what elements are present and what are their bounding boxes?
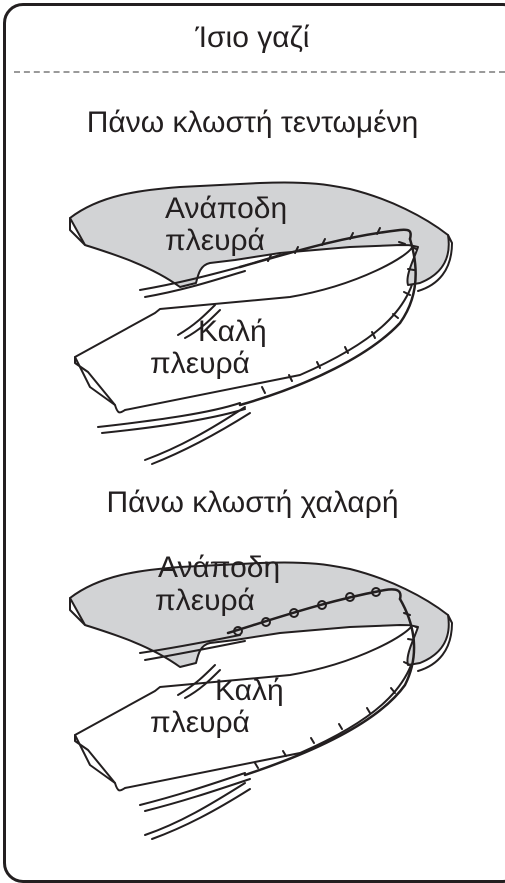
fabric-illustration-loose [69, 561, 453, 840]
seam-top [238, 228, 412, 269]
page-title: Ίσιο γαζί [195, 21, 310, 54]
label-wrong-side-word1: Ανάποδη [165, 192, 288, 225]
thread-lower-2 [101, 408, 246, 434]
fabric-bottom-edge [74, 734, 116, 784]
label-right-side-word2: πλευρά [150, 347, 250, 380]
thread-top [139, 254, 281, 291]
label-wrong-side-word2: πλευρά [165, 224, 265, 257]
label-wrong-side-word1: Ανάποδη [158, 551, 281, 584]
thread-bottom-2 [184, 669, 221, 699]
label-right-side-word1: Καλή [215, 674, 284, 707]
fabric-top-fold [417, 614, 453, 672]
thread-top [139, 634, 241, 654]
thread-lower-2 [144, 778, 251, 812]
fabric-bottom-layer [74, 246, 419, 414]
seam-top [226, 588, 402, 635]
thread-bottom [177, 304, 216, 336]
section-heading-loose: Πάνω κλωστή χαλαρή [106, 486, 399, 519]
seam-side [238, 237, 417, 407]
fabric-top-edge [69, 597, 86, 626]
fabric-bottom-edge [74, 356, 116, 406]
label-right-side-word2: πλευρά [150, 706, 250, 739]
fabric-bottom-layer [74, 624, 419, 792]
fabric-top-edge [69, 217, 86, 246]
thread-top-2 [144, 640, 246, 661]
stitch-marks-tight [261, 227, 415, 394]
thread-lower [139, 772, 246, 806]
fabric-top-layer [69, 181, 450, 288]
label-right-side-word1: Καλή [198, 315, 267, 348]
diagram-loose-tension: Ανάποδη πλευρά Καλή πλευρά [0, 551, 505, 852]
fabric-illustration-tight [69, 181, 453, 465]
diagram-tight-tension: Ανάποδη πλευρά Καλή πλευρά [0, 175, 505, 475]
section-heading-tight: Πάνω κλωστή τεντωμένη [86, 106, 419, 139]
thread-lower-3 [144, 782, 246, 836]
thread-lower-4 [151, 412, 251, 465]
title-divider [14, 71, 505, 73]
thread-bottom-2 [184, 309, 221, 339]
stitch-loops-loose [233, 587, 415, 769]
label-wrong-side-word2: πλευρά [155, 584, 255, 617]
fabric-top-layer [69, 561, 450, 668]
thread-lower-3 [144, 406, 246, 461]
fabric-top-fold [417, 234, 453, 292]
thread-lower-4 [151, 788, 251, 840]
seam-side [243, 597, 416, 777]
thread-top-2 [144, 270, 246, 298]
thread-bottom [177, 664, 216, 696]
thread-lower [97, 402, 241, 428]
